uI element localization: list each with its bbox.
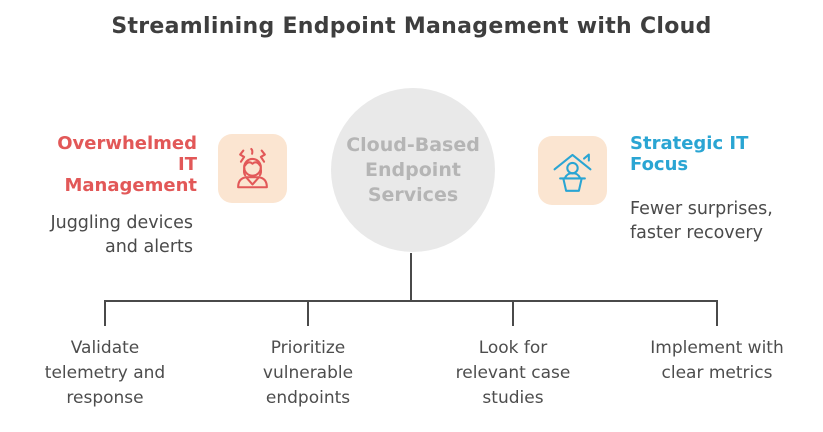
branch-label: Implement with clear metrics (650, 338, 784, 383)
left-icon-tile (218, 134, 287, 203)
right-icon-tile (538, 136, 607, 205)
branch-label: Prioritize vulnerable endpoints (262, 338, 354, 408)
branch-label: Look for relevant case studies (455, 338, 571, 408)
right-item-heading: Strategic IT Focus (630, 133, 749, 175)
left-item-subtitle: Juggling devices and alerts (50, 213, 193, 257)
left-item-heading: Overwhelmed IT Management (57, 133, 197, 196)
center-node-label: Cloud-Based Endpoint Services (346, 133, 480, 206)
stressed-person-icon (237, 147, 268, 189)
person-at-home-icon (553, 153, 592, 192)
right-item-subtitle: Fewer surprises, faster recovery (630, 199, 773, 243)
branch-label: Validate telemetry and response (44, 338, 166, 408)
page-title: Streamlining Endpoint Management with Cl… (111, 14, 712, 39)
center-node: Cloud-Based Endpoint Services (331, 88, 495, 252)
